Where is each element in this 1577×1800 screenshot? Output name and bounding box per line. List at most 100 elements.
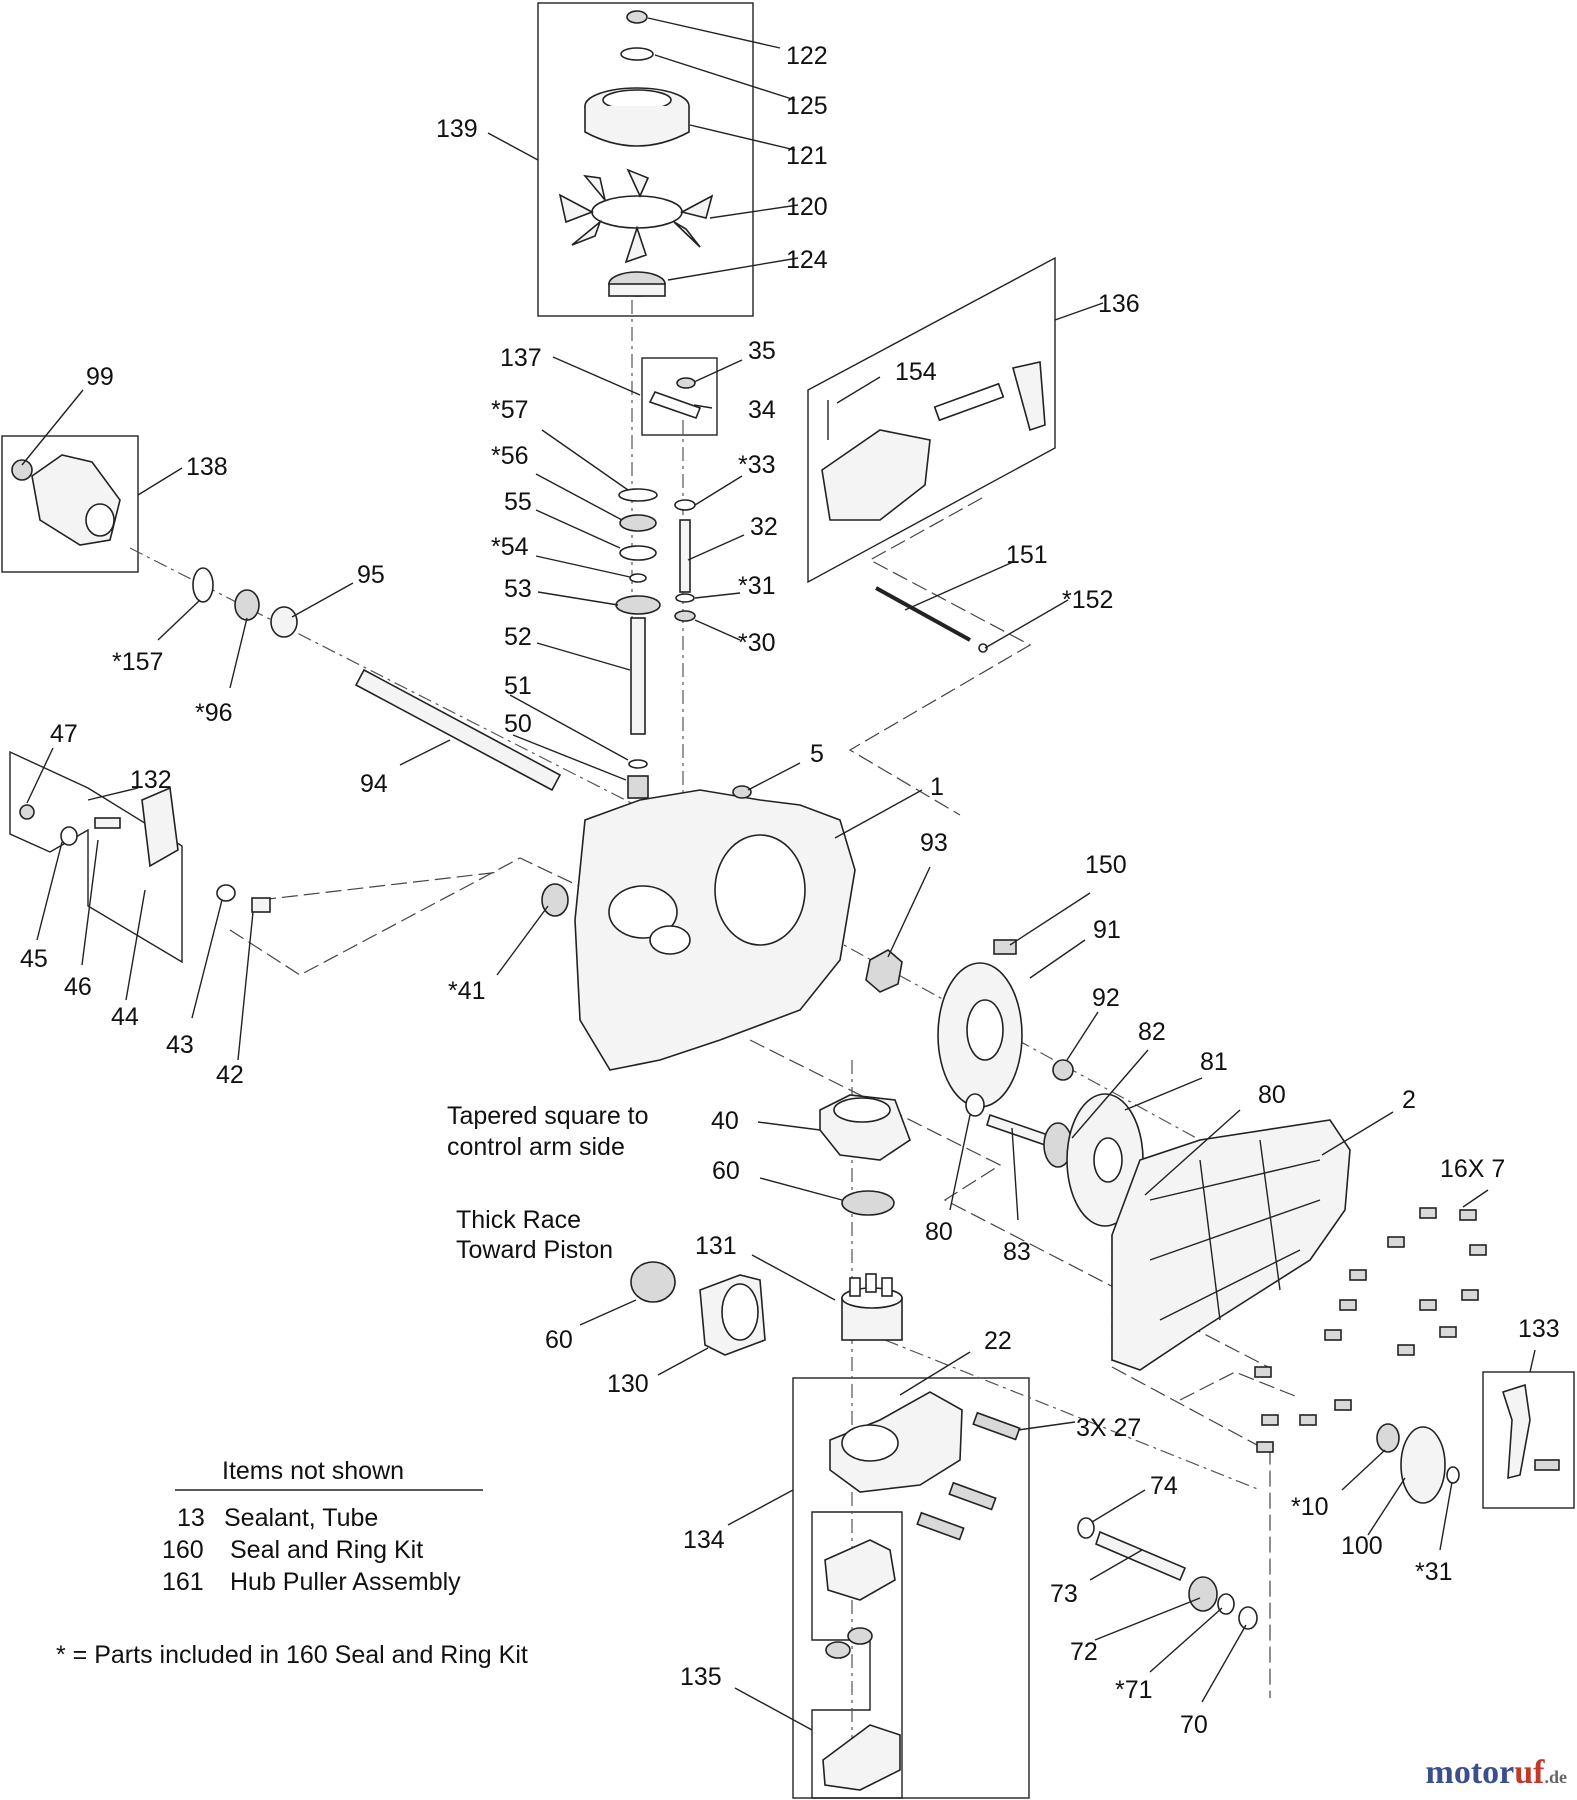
part-label: 70 — [1180, 1711, 1208, 1739]
note-thick-line2: Toward Piston — [456, 1236, 613, 1264]
part-label: *96 — [195, 699, 233, 727]
washer-35 — [676, 377, 696, 389]
part-label: 81 — [1200, 1048, 1228, 1076]
hub-138 — [11, 454, 121, 546]
bearing-53 — [615, 595, 661, 615]
part-label: 139 — [436, 115, 478, 143]
part-label: 40 — [711, 1107, 739, 1135]
thrust-bearing-60a — [841, 1190, 895, 1216]
part-label: 91 — [1093, 916, 1121, 944]
part-label: *31 — [738, 572, 776, 600]
part-labels: 122 125 121 120 124 139 136 154 137 35 3… — [20, 42, 1560, 1739]
bushing-95 — [270, 606, 298, 638]
pulley-121-body — [584, 106, 690, 147]
part-label: 32 — [750, 513, 778, 541]
end-cap-lower — [822, 1724, 901, 1791]
part-label: 45 — [20, 945, 48, 973]
part-label: *57 — [491, 396, 529, 424]
part-label: 52 — [504, 623, 532, 651]
part-label: 34 — [748, 396, 776, 424]
fitting-150 — [993, 939, 1017, 955]
part-label: 137 — [500, 344, 542, 372]
part-label: 82 — [1138, 1018, 1166, 1046]
control-arm-rod — [933, 382, 1005, 422]
bypass-bolt — [1534, 1459, 1560, 1471]
part-label: 151 — [1006, 541, 1048, 569]
axis-gear-train — [779, 909, 1201, 1141]
watermark-accent: uf — [1514, 1754, 1545, 1791]
snap-ring-157 — [192, 567, 214, 603]
part-label: 154 — [895, 358, 937, 386]
part-label: 47 — [50, 720, 78, 748]
part-label: 150 — [1085, 851, 1127, 879]
ring-51 — [628, 759, 648, 769]
part-label: *33 — [738, 451, 776, 479]
brake-bracket-group-box — [9, 750, 183, 964]
nut-47 — [19, 804, 35, 820]
seal-30 — [674, 610, 696, 622]
part-label: 138 — [186, 453, 228, 481]
assembly-notes: Tapered square to control arm side Thick… — [447, 1102, 649, 1264]
ring-31b — [1446, 1466, 1460, 1484]
center-section-group-box — [811, 1511, 903, 1799]
item-description: Sealant, Tube — [224, 1504, 378, 1532]
item-description: Hub Puller Assembly — [230, 1568, 461, 1596]
bypass-group-box — [1482, 1371, 1575, 1509]
items-not-shown-list: Items not shown 13 Sealant, Tube 160 Sea… — [56, 1457, 528, 1669]
fan-hub-124-body — [608, 283, 666, 297]
watermark-logo: motoruf.de — [1426, 1754, 1567, 1792]
hub-group-box — [1, 435, 139, 573]
sprocket-100 — [1400, 1426, 1446, 1504]
bypass-arm-133 — [1501, 1383, 1531, 1480]
gear-91-hub — [966, 999, 1004, 1061]
part-label: *54 — [491, 533, 529, 561]
bolts-7 — [1254, 1207, 1487, 1453]
part-label: *56 — [491, 442, 529, 470]
part-label: 125 — [786, 92, 828, 120]
part-label: 99 — [86, 363, 114, 391]
control-shaft-32 — [679, 519, 691, 593]
pump-pistons-131 — [849, 1273, 893, 1297]
motor-block-130-face — [721, 1283, 759, 1341]
washer-55 — [619, 545, 657, 561]
part-label: 93 — [920, 829, 948, 857]
items-not-shown-title: Items not shown — [222, 1457, 404, 1485]
part-label: 1 — [930, 773, 944, 801]
part-label: 60 — [712, 1157, 740, 1185]
part-label: 133 — [1518, 1315, 1560, 1343]
note-tapered-line1: Tapered square to — [447, 1102, 649, 1130]
control-arm-lever — [1012, 361, 1046, 432]
part-label: 3X 27 — [1076, 1414, 1141, 1442]
swashplate-40-top — [833, 1097, 891, 1123]
bolt-46 — [94, 817, 121, 829]
part-label: *30 — [738, 629, 776, 657]
note-tapered-line2: control arm side — [447, 1133, 625, 1161]
nut-92 — [1052, 1059, 1074, 1081]
watermark-tld: .de — [1544, 1767, 1568, 1787]
seal-pair-b — [847, 1627, 873, 1645]
lever-34 — [648, 391, 702, 420]
part-label: 55 — [504, 488, 532, 516]
item-description: Seal and Ring Kit — [230, 1536, 423, 1564]
seal-41 — [541, 883, 569, 917]
lever-group-box — [641, 357, 718, 436]
pump-shaft-52 — [630, 617, 646, 735]
part-label: 136 — [1098, 290, 1140, 318]
washer-125 — [620, 47, 654, 61]
part-label: 60 — [545, 1326, 573, 1354]
end-cap-upper — [824, 1539, 896, 1601]
ring-71 — [1217, 1593, 1235, 1615]
part-label: *71 — [1115, 1676, 1153, 1704]
coupler-93 — [865, 949, 903, 993]
pin-83 — [986, 1113, 1049, 1147]
item-number: 161 — [162, 1568, 204, 1596]
stud-42 — [251, 897, 271, 913]
part-label: 44 — [111, 1003, 139, 1031]
item-number: 160 — [162, 1536, 204, 1564]
part-label: *152 — [1062, 586, 1113, 614]
part-label: 16X 7 — [1440, 1155, 1505, 1183]
shaft-73 — [1095, 1530, 1187, 1582]
part-label: *157 — [112, 648, 163, 676]
center-section-22-bore — [841, 1424, 899, 1462]
